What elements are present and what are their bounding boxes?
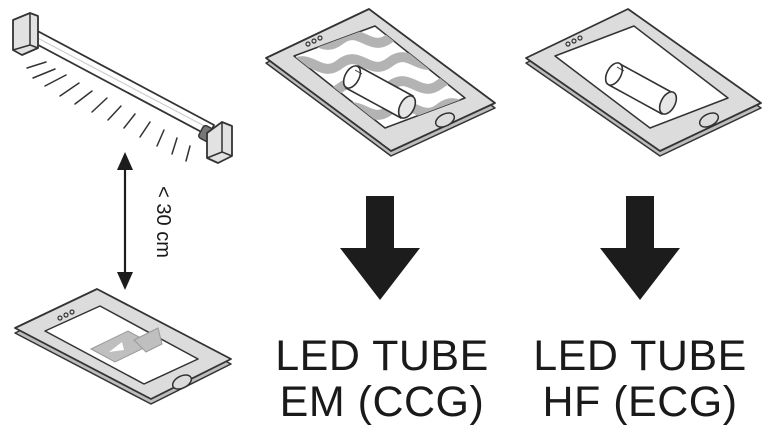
arrow-down-icon [340, 196, 420, 300]
em-tube-label: LED TUBE EM (CCG) [272, 333, 492, 425]
hf-tube-label: LED TUBE HF (ECG) [530, 333, 750, 425]
em-label-line2: EM (CCG) [279, 378, 485, 426]
distance-arrow [117, 152, 133, 290]
tube-light-fixture-icon [12, 12, 233, 164]
hf-label-line2: HF (ECG) [542, 378, 738, 426]
distance-label: < 30 cm [152, 186, 174, 258]
arrow-down-icon [600, 196, 680, 300]
hf-label-line1: LED TUBE [533, 332, 747, 380]
steady-tube-phone-icon [525, 8, 762, 157]
flickering-tube-phone-icon [265, 8, 496, 157]
video-camera-phone-icon [14, 288, 232, 405]
light-rays [26, 61, 191, 162]
em-label-line1: LED TUBE [275, 332, 489, 380]
